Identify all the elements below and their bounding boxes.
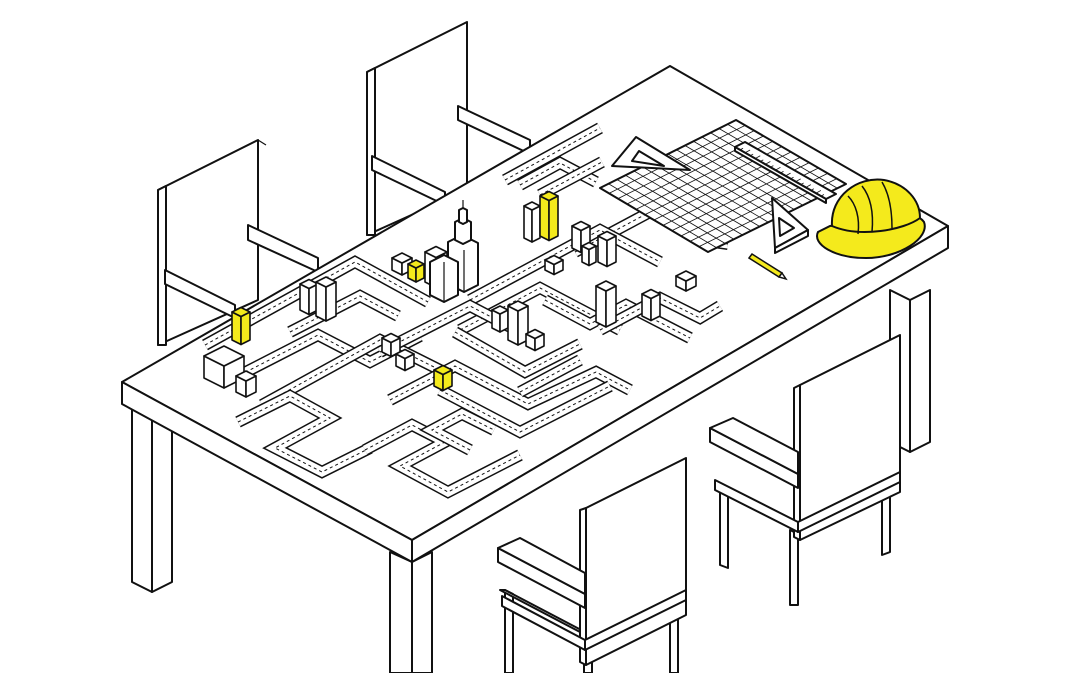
building-yellow bbox=[539, 190, 559, 242]
road-segment bbox=[202, 256, 431, 349]
pencil bbox=[747, 252, 788, 281]
building bbox=[597, 230, 617, 268]
city-model bbox=[202, 122, 729, 499]
road-segment bbox=[237, 395, 371, 473]
road-segment bbox=[519, 359, 581, 393]
road-segment bbox=[439, 385, 611, 433]
building bbox=[395, 348, 415, 372]
building bbox=[523, 201, 541, 243]
road-segment bbox=[504, 127, 601, 181]
road-segment bbox=[261, 339, 441, 406]
building bbox=[381, 332, 401, 358]
building-yellow bbox=[231, 306, 251, 346]
building bbox=[315, 276, 337, 322]
set-square-small bbox=[771, 197, 809, 254]
road-segment bbox=[364, 424, 521, 493]
ruler bbox=[734, 141, 837, 204]
road-segment bbox=[289, 295, 399, 333]
building bbox=[235, 370, 257, 398]
road-segment bbox=[537, 158, 605, 199]
building-yellow bbox=[407, 259, 425, 283]
building bbox=[544, 254, 564, 276]
building bbox=[203, 345, 245, 389]
building-yellow bbox=[433, 364, 453, 392]
set-square-large bbox=[611, 136, 691, 171]
hard-hat bbox=[816, 178, 926, 260]
building bbox=[641, 288, 661, 322]
tower-building bbox=[429, 200, 479, 303]
road-segment bbox=[454, 331, 581, 373]
building bbox=[491, 305, 509, 333]
road-segment bbox=[422, 408, 497, 454]
road-segment bbox=[599, 297, 721, 331]
building bbox=[675, 270, 697, 292]
chair-back-left bbox=[157, 139, 319, 346]
chair-front-left bbox=[497, 457, 687, 673]
road-segment bbox=[469, 229, 661, 301]
building bbox=[507, 300, 529, 346]
chair-front-right bbox=[709, 334, 901, 606]
building bbox=[525, 328, 545, 352]
road-segment bbox=[544, 299, 691, 339]
building bbox=[595, 280, 617, 328]
building bbox=[581, 241, 597, 267]
